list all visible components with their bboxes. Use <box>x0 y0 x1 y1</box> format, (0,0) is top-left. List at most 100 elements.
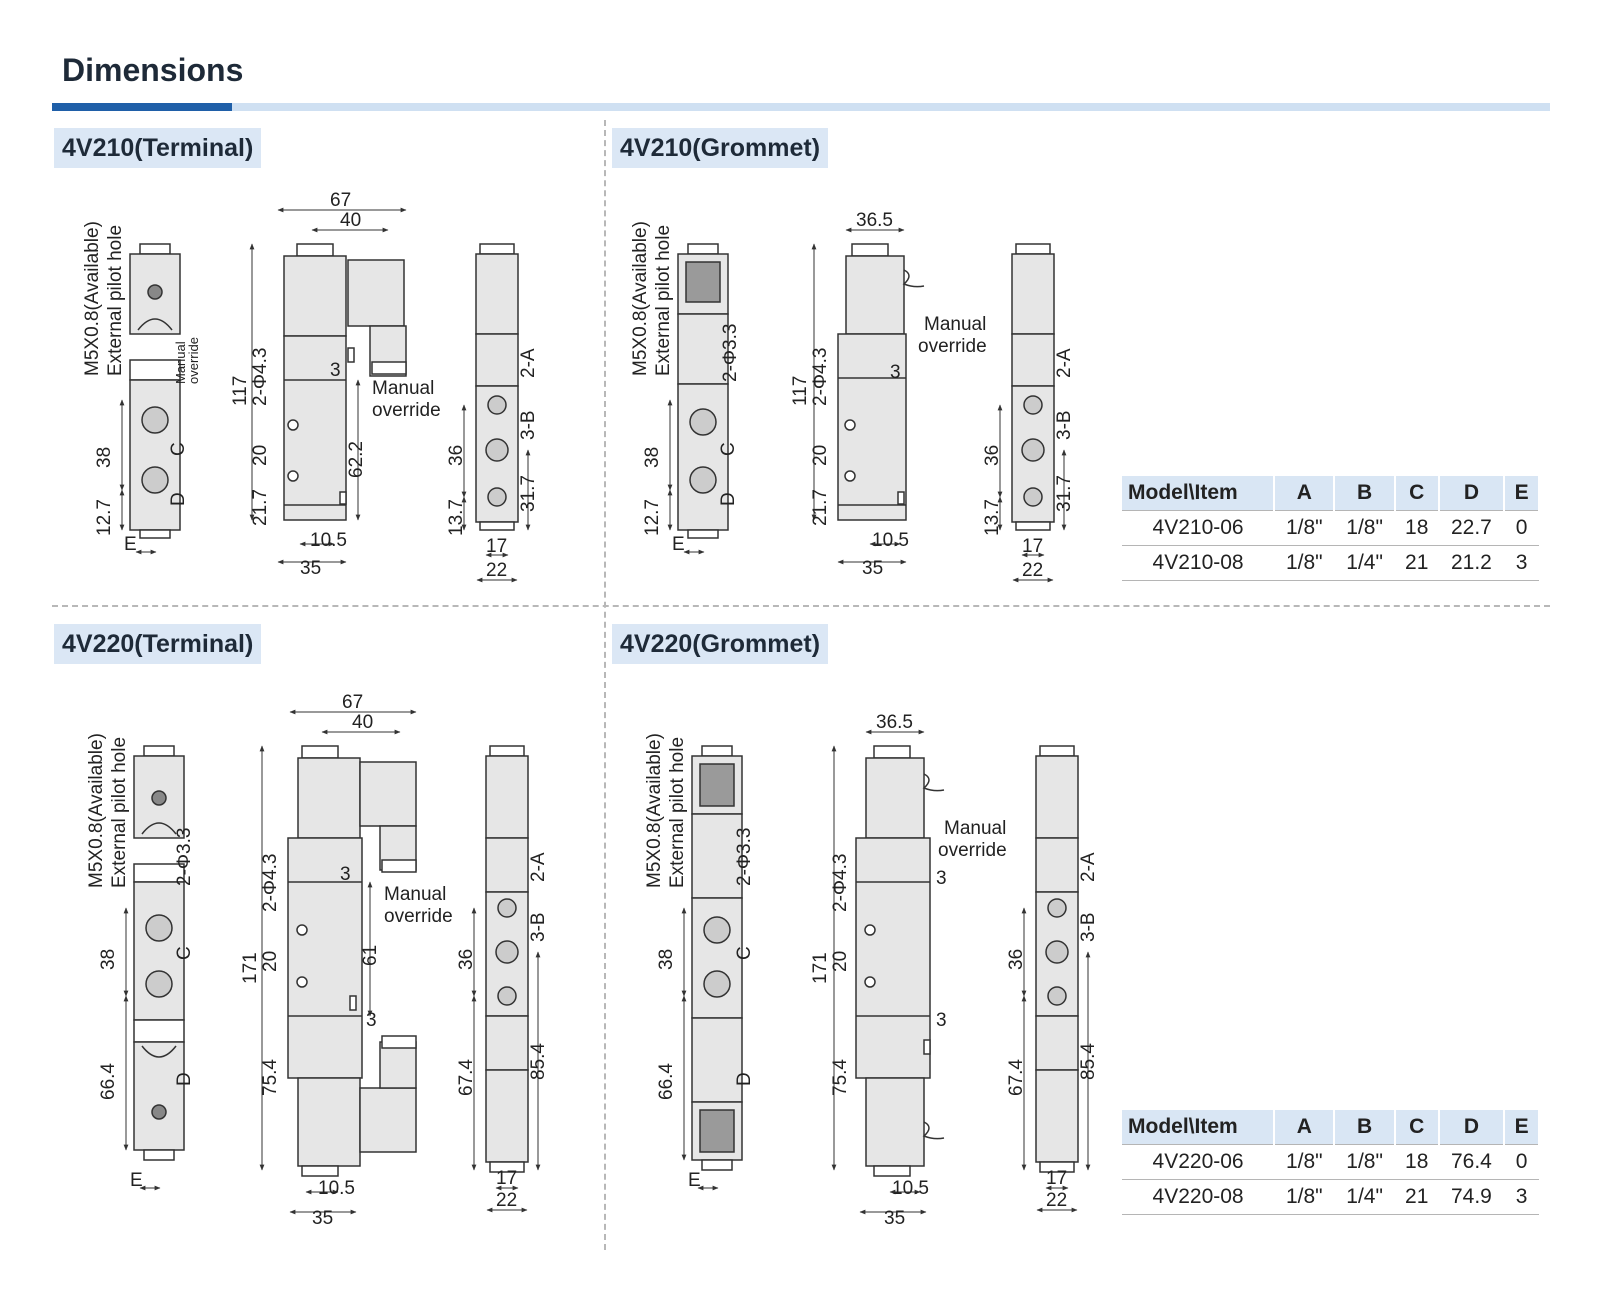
spec-table-header: Model\Item A B C D E <box>1122 1110 1540 1145</box>
svg-text:3: 3 <box>936 1010 947 1031</box>
svg-text:override: override <box>384 906 453 927</box>
svg-text:21.7: 21.7 <box>810 489 831 526</box>
cell-d: 21.2 <box>1438 545 1505 581</box>
svg-text:Manual: Manual <box>944 818 1006 839</box>
header-model-item: Model\Item <box>1122 1110 1276 1145</box>
header-a: A <box>1274 476 1336 511</box>
cell-a: 1/8" <box>1274 1179 1335 1215</box>
svg-text:External pilot hole: External pilot hole <box>653 225 674 376</box>
svg-text:3-B: 3-B <box>518 410 539 440</box>
svg-text:C: C <box>174 946 195 960</box>
svg-text:D: D <box>168 492 189 506</box>
svg-text:M5X0.8(Available): M5X0.8(Available) <box>82 221 103 376</box>
dimension-lines-4v220-grommet <box>681 729 1091 1215</box>
svg-text:C: C <box>718 442 739 456</box>
svg-text:40: 40 <box>352 712 373 733</box>
section-label-4v210-terminal: 4V210(Terminal) <box>54 128 262 168</box>
svg-text:36: 36 <box>982 445 1003 466</box>
cell-c: 18 <box>1394 1144 1439 1180</box>
svg-text:67: 67 <box>342 692 363 713</box>
svg-text:38: 38 <box>642 447 663 468</box>
drawing-4v210-terminal-side <box>129 243 181 539</box>
svg-text:E: E <box>672 534 685 555</box>
svg-text:38: 38 <box>94 447 115 468</box>
header-c: C <box>1394 1110 1440 1145</box>
header-b: B <box>1334 1110 1396 1145</box>
svg-text:override: override <box>372 400 441 421</box>
svg-text:40: 40 <box>340 210 361 231</box>
svg-text:21.7: 21.7 <box>250 489 271 526</box>
svg-text:D: D <box>718 492 739 506</box>
cell-e: 0 <box>1504 1144 1539 1180</box>
labels-4v210-grommet: M5X0.8(Available) External pilot hole 2-… <box>630 210 1075 581</box>
dimension-lines-4v210-grommet <box>667 227 1067 583</box>
svg-text:3: 3 <box>340 864 351 885</box>
drawing-4v220-terminal-end <box>485 745 529 1173</box>
svg-text:75.4: 75.4 <box>260 1059 281 1096</box>
svg-text:2-A: 2-A <box>528 852 549 882</box>
svg-text:17: 17 <box>1022 536 1043 557</box>
svg-text:75.4: 75.4 <box>830 1059 851 1096</box>
svg-text:2-Φ4.3: 2-Φ4.3 <box>810 348 831 406</box>
dimension-lines-4v210-terminal <box>119 207 531 583</box>
table-row: 4V220-08 1/8" 1/4" 21 74.9 3 <box>1122 1179 1539 1215</box>
drawing-4v220-terminal-side <box>133 745 185 1161</box>
svg-text:22: 22 <box>1046 1190 1067 1211</box>
svg-text:85.4: 85.4 <box>1078 1043 1099 1080</box>
svg-text:22: 22 <box>486 560 507 581</box>
svg-text:12.7: 12.7 <box>94 499 115 536</box>
drawing-4v220-terminal-front <box>287 745 417 1177</box>
svg-text:10.5: 10.5 <box>310 530 347 551</box>
svg-text:171: 171 <box>810 952 831 984</box>
cell-a: 1/8" <box>1274 1144 1335 1180</box>
header-b: B <box>1334 476 1396 511</box>
svg-text:35: 35 <box>300 558 321 579</box>
svg-text:M5X0.8(Available): M5X0.8(Available) <box>630 221 651 376</box>
labels-4v210-terminal: M5X0.8(Available) External pilot hole Ma… <box>82 190 539 581</box>
svg-text:36: 36 <box>446 445 467 466</box>
cell-b: 1/8" <box>1334 1144 1395 1180</box>
cell-b: 1/4" <box>1334 1179 1395 1215</box>
svg-text:C: C <box>168 442 189 456</box>
svg-text:171: 171 <box>240 952 261 984</box>
svg-text:13.7: 13.7 <box>446 499 467 536</box>
cell-c: 21 <box>1394 1179 1439 1215</box>
svg-text:2-Φ4.3: 2-Φ4.3 <box>830 854 851 912</box>
svg-text:22: 22 <box>1022 560 1043 581</box>
svg-text:3: 3 <box>936 868 947 889</box>
title-rule-accent <box>52 103 232 111</box>
header-a: A <box>1274 1110 1336 1145</box>
svg-text:13.7: 13.7 <box>982 499 1003 536</box>
header-d: D <box>1438 1110 1506 1145</box>
header-c: C <box>1394 476 1440 511</box>
svg-text:2-Φ4.3: 2-Φ4.3 <box>260 854 281 912</box>
cell-e: 0 <box>1504 510 1539 546</box>
svg-text:17: 17 <box>486 536 507 557</box>
svg-text:2-Φ3.3: 2-Φ3.3 <box>174 828 195 886</box>
cell-model: 4V210-06 <box>1122 510 1275 546</box>
svg-text:117: 117 <box>790 376 811 406</box>
svg-text:2-Φ3.3: 2-Φ3.3 <box>720 324 741 382</box>
svg-text:D: D <box>734 1072 755 1086</box>
svg-text:Manual: Manual <box>173 341 188 384</box>
svg-text:3: 3 <box>366 1010 377 1031</box>
section-label-4v210-grommet: 4V210(Grommet) <box>612 128 829 168</box>
svg-text:Manual: Manual <box>372 378 434 399</box>
svg-text:E: E <box>688 1170 701 1191</box>
svg-text:Manual: Manual <box>384 884 446 905</box>
cell-b: 1/8" <box>1334 510 1395 546</box>
section-divider-vertical <box>604 120 606 1250</box>
cell-a: 1/8" <box>1274 545 1335 581</box>
spec-table-4v220: Model\Item A B C D E 4V220-06 1/8" 1/8" … <box>1122 1110 1540 1215</box>
header-model-item: Model\Item <box>1122 476 1276 511</box>
page-title: Dimensions <box>62 52 244 88</box>
svg-text:67.4: 67.4 <box>1006 1059 1027 1096</box>
svg-text:31.7: 31.7 <box>1054 475 1075 512</box>
title-rule <box>52 103 1550 111</box>
cell-e: 3 <box>1504 1179 1539 1215</box>
drawing-4v220-grommet-side <box>691 745 743 1171</box>
header-e: E <box>1504 476 1540 511</box>
section-divider-horizontal <box>52 605 1550 607</box>
svg-text:override: override <box>938 840 1007 861</box>
svg-text:67: 67 <box>330 190 351 211</box>
